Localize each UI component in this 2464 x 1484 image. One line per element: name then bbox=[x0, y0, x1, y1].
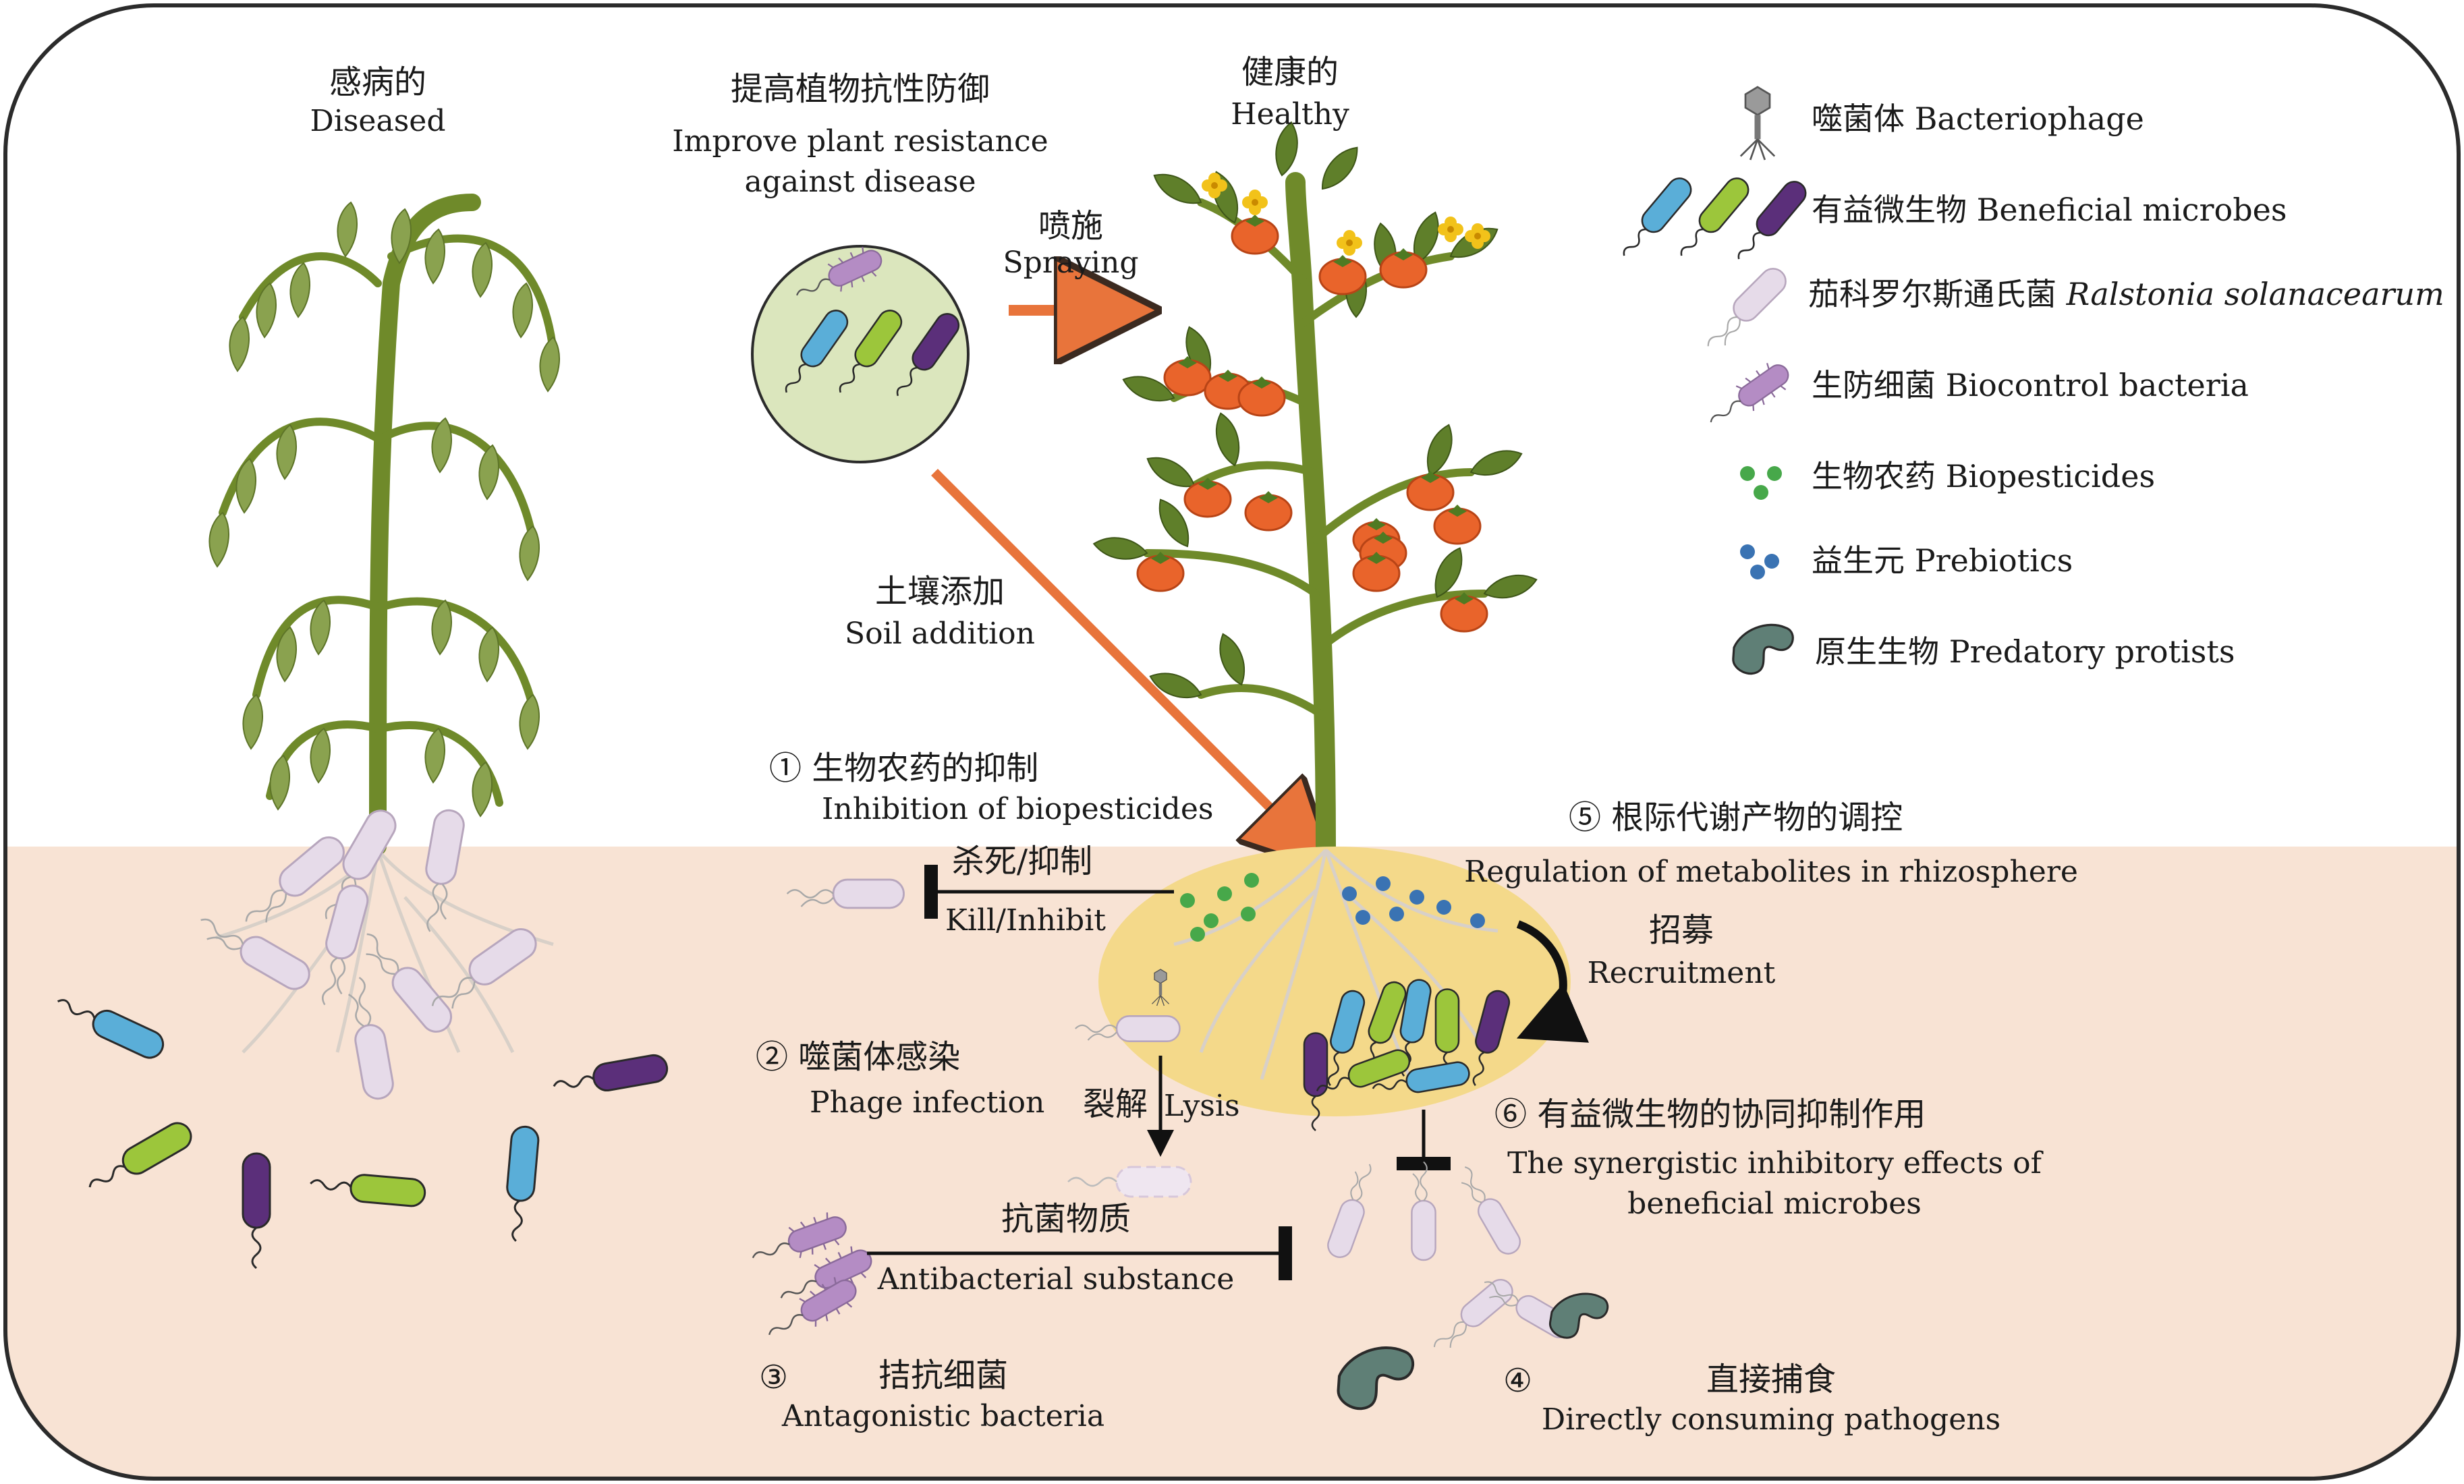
mechanism-1-zh: ① 生物农药的抑制 bbox=[769, 749, 1039, 787]
mechanism-3-en: Antagonistic bacteria bbox=[781, 1399, 1105, 1433]
healthy-plant bbox=[1091, 119, 1540, 857]
spraying-zh: 喷施 bbox=[1038, 207, 1104, 245]
healthy-title-en: Healthy bbox=[1231, 97, 1349, 132]
soil-addition-en: Soil addition bbox=[845, 617, 1035, 651]
soil-layer bbox=[5, 847, 2459, 1479]
frame-border bbox=[3, 3, 2461, 1481]
legend-phage-label: 噬菌体 Bacteriophage bbox=[1812, 101, 2144, 137]
lysis-en: Lysis bbox=[1164, 1089, 1240, 1123]
resistance-title-zh: 提高植物抗性防御 bbox=[730, 70, 990, 108]
resistance-title-en2: against disease bbox=[744, 165, 976, 199]
mechanism-4-zh: 直接捕食 bbox=[1706, 1361, 1837, 1398]
lysed-pathogen bbox=[1067, 1166, 1192, 1198]
mechanism-3-num: ③ bbox=[759, 1359, 789, 1396]
resistance-title-en1: Improve plant resistance bbox=[672, 124, 1048, 159]
resistance-circle bbox=[751, 241, 970, 463]
legend-ralstonia-label: 茄科罗尔斯通氏菌 Ralstonia solanacearum bbox=[1808, 276, 2444, 312]
mechanism-1-en: Inhibition of biopesticides bbox=[822, 792, 1214, 826]
diseased-title-en: Diseased bbox=[310, 104, 446, 138]
lysis-zh: 裂解 bbox=[1083, 1085, 1148, 1123]
legend-prebiotics-label: 益生元 Prebiotics bbox=[1812, 542, 2073, 579]
biopesticide-dots bbox=[1180, 873, 1259, 942]
soil-addition-zh: 土壤添加 bbox=[874, 573, 1005, 610]
legend-icons bbox=[1614, 86, 1812, 678]
mechanism-2-zh: ② 噬菌体感染 bbox=[756, 1038, 961, 1076]
legend-biopesticide-icon bbox=[1740, 466, 1782, 500]
recruitment-zh: 招募 bbox=[1648, 911, 1714, 949]
mechanism-6-en1: The synergistic inhibitory effects of bbox=[1507, 1146, 2042, 1180]
healthy-title-zh: 健康的 bbox=[1241, 53, 1339, 91]
legend-beneficial-label: 有益微生物 Beneficial microbes bbox=[1812, 192, 2287, 228]
mechanism-2-en: Phage infection bbox=[810, 1085, 1045, 1120]
recruitment-arrow bbox=[1516, 920, 1590, 1043]
mechanism-6-en2: beneficial microbes bbox=[1627, 1187, 1922, 1221]
kill-inhibit-zh: 杀死/抑制 bbox=[951, 843, 1093, 880]
legend-biopesticides-label: 生物农药 Biopesticides bbox=[1812, 458, 2156, 494]
antibacterial-zh: 抗菌物质 bbox=[1001, 1200, 1131, 1238]
mechanism-5-en: Regulation of metabolites in rhizosphere bbox=[1464, 855, 2078, 889]
legend-biocontrol-label: 生防细菌 Biocontrol bacteria bbox=[1812, 367, 2249, 403]
soil-addition-arrow bbox=[931, 469, 1322, 860]
legend-protists-label: 原生生物 Predatory protists bbox=[1815, 633, 2235, 670]
mechanism-4-en: Directly consuming pathogens bbox=[1541, 1402, 2001, 1437]
diseased-plant bbox=[208, 194, 561, 1054]
prebiotic-dots bbox=[1342, 876, 1485, 928]
diseased-title-zh: 感病的 bbox=[329, 63, 427, 101]
legend-prebiotic-icon bbox=[1740, 544, 1779, 579]
mechanism-4-num: ④ bbox=[1503, 1362, 1533, 1400]
kill-inhibit-en: Kill/Inhibit bbox=[945, 903, 1106, 938]
recruitment-en: Recruitment bbox=[1587, 956, 1776, 990]
spraying-en: Spraying bbox=[1003, 246, 1139, 280]
mechanism-5-zh: ⑤ 根际代谢产物的调控 bbox=[1569, 799, 1903, 836]
mechanism-6-zh: ⑥ 有益微生物的协同抑制作用 bbox=[1494, 1095, 1926, 1133]
mechanism-3-zh: 拮抗细菌 bbox=[878, 1357, 1009, 1394]
antibacterial-en: Antibacterial substance bbox=[877, 1262, 1235, 1296]
